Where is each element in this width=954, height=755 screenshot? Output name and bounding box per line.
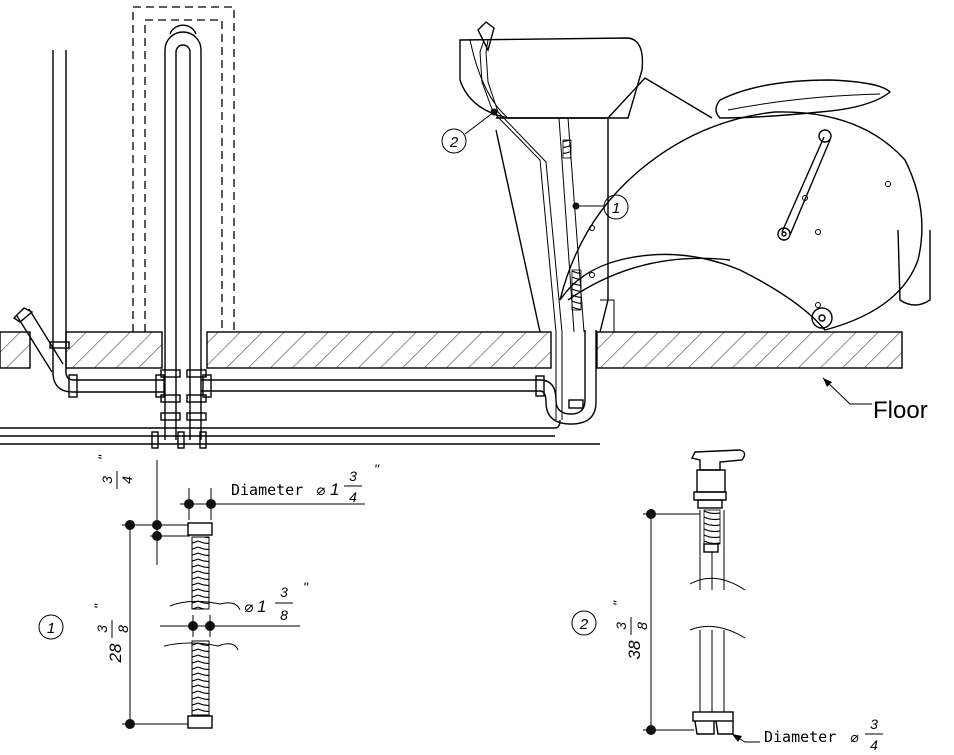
svg-text:": " bbox=[91, 603, 107, 609]
svg-text:3: 3 bbox=[280, 584, 288, 600]
svg-text:4: 4 bbox=[870, 737, 878, 753]
detail-2-faucet bbox=[643, 449, 760, 743]
svg-text:3: 3 bbox=[94, 625, 110, 633]
shampoo-chair bbox=[459, 21, 931, 420]
svg-text:": " bbox=[610, 600, 626, 606]
svg-text:2: 2 bbox=[449, 134, 459, 151]
svg-text:4: 4 bbox=[119, 476, 135, 484]
wall-cavity bbox=[132, 6, 235, 440]
callout-1-detail: 1 bbox=[38, 614, 64, 640]
callout-2-detail: 2 bbox=[571, 610, 597, 636]
svg-text:8: 8 bbox=[280, 607, 288, 623]
svg-text:28: 28 bbox=[106, 643, 125, 663]
length-label-fitting: 3 4 " bbox=[95, 454, 135, 489]
svg-text:3: 3 bbox=[613, 622, 629, 630]
svg-text:1: 1 bbox=[612, 200, 620, 217]
svg-text:": " bbox=[374, 461, 380, 477]
diameter-label-hose-end: Diameter ⌀ 1 3 4 " bbox=[231, 461, 380, 505]
floor-label: Floor bbox=[873, 397, 928, 424]
svg-text:8: 8 bbox=[634, 622, 650, 630]
svg-text:38: 38 bbox=[625, 640, 644, 659]
diameter-label-hose-body: ⌀ 1 3 8 " bbox=[244, 579, 309, 623]
svg-text:": " bbox=[95, 454, 111, 460]
left-vent-pipe bbox=[12, 50, 70, 373]
svg-text:8: 8 bbox=[115, 625, 131, 633]
svg-text:2: 2 bbox=[579, 616, 589, 633]
svg-text:4: 4 bbox=[349, 489, 357, 505]
floor-slab bbox=[0, 331, 903, 369]
svg-text:Diameter: Diameter bbox=[764, 728, 836, 746]
svg-text:3: 3 bbox=[99, 476, 115, 484]
length-label-hose: 28 3 8 " bbox=[91, 603, 131, 663]
svg-text:3: 3 bbox=[870, 716, 878, 732]
callout-2-top: 2 bbox=[441, 108, 498, 154]
floor-callout: Floor bbox=[822, 377, 928, 424]
callout-1-top: 1 bbox=[572, 194, 629, 220]
length-label-faucet-hose: 38 3 8 " bbox=[610, 600, 650, 659]
detail-1-hose bbox=[122, 460, 365, 729]
svg-text:1: 1 bbox=[330, 480, 339, 499]
svg-text:⌀: ⌀ bbox=[244, 599, 253, 616]
svg-text:1: 1 bbox=[47, 620, 55, 637]
drain-pipes bbox=[0, 330, 600, 449]
diameter-label-faucet: Diameter ⌀ 3 4 bbox=[764, 716, 883, 753]
svg-text:⌀: ⌀ bbox=[316, 482, 325, 499]
svg-text:Diameter: Diameter bbox=[231, 481, 303, 499]
svg-text:⌀: ⌀ bbox=[850, 729, 859, 745]
svg-text:1: 1 bbox=[257, 597, 266, 616]
svg-text:3: 3 bbox=[349, 468, 357, 484]
svg-text:": " bbox=[303, 579, 309, 595]
